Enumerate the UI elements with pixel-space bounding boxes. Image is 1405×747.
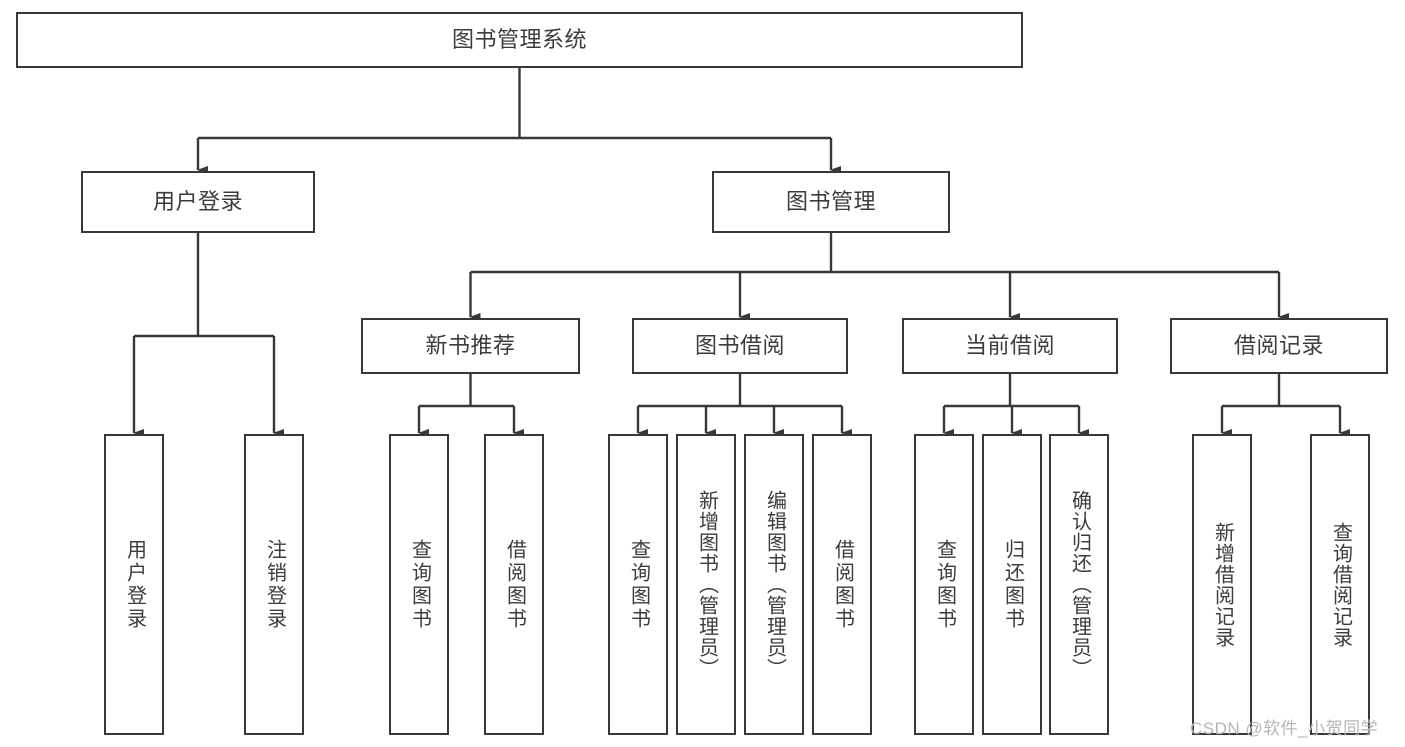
node-leaf-bor-4[interactable]: 借阅图书 (812, 434, 872, 735)
node-label: 归还图书 (1001, 538, 1024, 631)
node-label: 查询图书 (408, 538, 431, 631)
node-leaf-cur-2[interactable]: 归还图书 (982, 434, 1042, 735)
node-label: 注销登录 (263, 538, 286, 631)
node-leaf-login-1[interactable]: 用户登录 (104, 434, 164, 735)
node-bookmgmt[interactable]: 图书管理 (712, 171, 950, 233)
node-leaf-cur-1[interactable]: 查询图书 (914, 434, 974, 735)
node-leaf-bor-2[interactable]: 新增图书（管理员） (676, 434, 736, 735)
node-leaf-cur-3[interactable]: 确认归还（管理员） (1049, 434, 1109, 735)
node-label: 借阅图书 (503, 538, 526, 631)
node-leaf-new-1[interactable]: 查询图书 (389, 434, 449, 735)
node-label: 用户登录 (152, 188, 243, 214)
node-label: 当前借阅 (964, 332, 1055, 358)
node-label: 查询借阅记录 (1329, 521, 1352, 648)
node-records[interactable]: 借阅记录 (1170, 318, 1388, 374)
node-newbooks[interactable]: 新书推荐 (361, 318, 580, 374)
node-borrow[interactable]: 图书借阅 (632, 318, 848, 374)
node-label: 借阅图书 (831, 538, 854, 631)
node-current[interactable]: 当前借阅 (902, 318, 1118, 374)
node-label: 用户登录 (123, 538, 146, 631)
node-label: 新书推荐 (425, 332, 516, 358)
node-label: 查询图书 (627, 538, 650, 631)
node-label: 图书管理 (785, 188, 876, 214)
node-label: 图书管理系统 (451, 26, 587, 52)
node-login[interactable]: 用户登录 (81, 171, 315, 233)
node-label: 新增借阅记录 (1211, 521, 1234, 648)
node-root[interactable]: 图书管理系统 (16, 12, 1023, 68)
node-label: 新增图书（管理员） (695, 490, 718, 679)
node-label: 编辑图书（管理员） (763, 490, 786, 679)
node-label: 图书借阅 (694, 332, 785, 358)
node-leaf-new-2[interactable]: 借阅图书 (484, 434, 544, 735)
node-leaf-login-2[interactable]: 注销登录 (244, 434, 304, 735)
node-label: 借阅记录 (1233, 332, 1324, 358)
node-leaf-rec-2[interactable]: 查询借阅记录 (1310, 434, 1370, 735)
node-leaf-bor-3[interactable]: 编辑图书（管理员） (744, 434, 804, 735)
node-leaf-bor-1[interactable]: 查询图书 (608, 434, 668, 735)
node-leaf-rec-1[interactable]: 新增借阅记录 (1192, 434, 1252, 735)
node-label: 查询图书 (933, 538, 956, 631)
node-label: 确认归还（管理员） (1068, 490, 1091, 679)
